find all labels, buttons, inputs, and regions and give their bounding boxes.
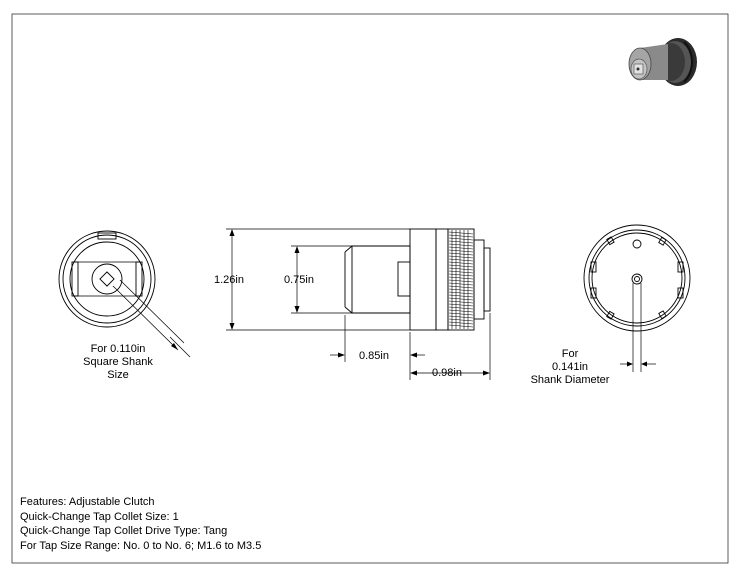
knurl-pattern bbox=[448, 230, 474, 329]
dim-overall-diameter: 1.26in bbox=[214, 274, 244, 286]
dim-overall-length: 0.98in bbox=[432, 367, 462, 379]
callout-line: 0.141in bbox=[551, 361, 589, 373]
note-line: For Tap Size Range: No. 0 to No. 6; M1.6… bbox=[20, 539, 262, 552]
callout-line: Square Shank bbox=[83, 356, 153, 368]
note-line: Quick-Change Tap Collet Drive Type: Tang bbox=[20, 525, 228, 537]
side-view bbox=[344, 228, 491, 331]
callout-line: Shank Diameter bbox=[530, 374, 610, 386]
square-shank-callout: For 0.110in Square Shank Size bbox=[78, 343, 158, 382]
sheet-border bbox=[11, 13, 729, 564]
dimension-arrows bbox=[171, 229, 490, 376]
right-end-view bbox=[583, 224, 691, 372]
dim-shank-diameter: 0.75in bbox=[284, 274, 314, 286]
shank-diameter-arrows bbox=[627, 361, 647, 367]
callout-line: For 0.110in bbox=[90, 343, 146, 355]
callout-line: Size bbox=[107, 369, 129, 381]
note-line: Features: Adjustable Clutch bbox=[20, 496, 155, 508]
shank-diameter-callout: For 0.141in Shank Diameter bbox=[528, 348, 612, 387]
callout-line: For bbox=[561, 348, 579, 360]
isometric-preview bbox=[628, 38, 697, 86]
feature-notes: Features: Adjustable Clutch Quick-Change… bbox=[20, 495, 261, 553]
note-line: Quick-Change Tap Collet Size: 1 bbox=[20, 510, 179, 523]
dim-body-length: 0.85in bbox=[359, 350, 389, 362]
dimension-lines bbox=[226, 228, 491, 380]
left-end-view bbox=[58, 230, 191, 358]
